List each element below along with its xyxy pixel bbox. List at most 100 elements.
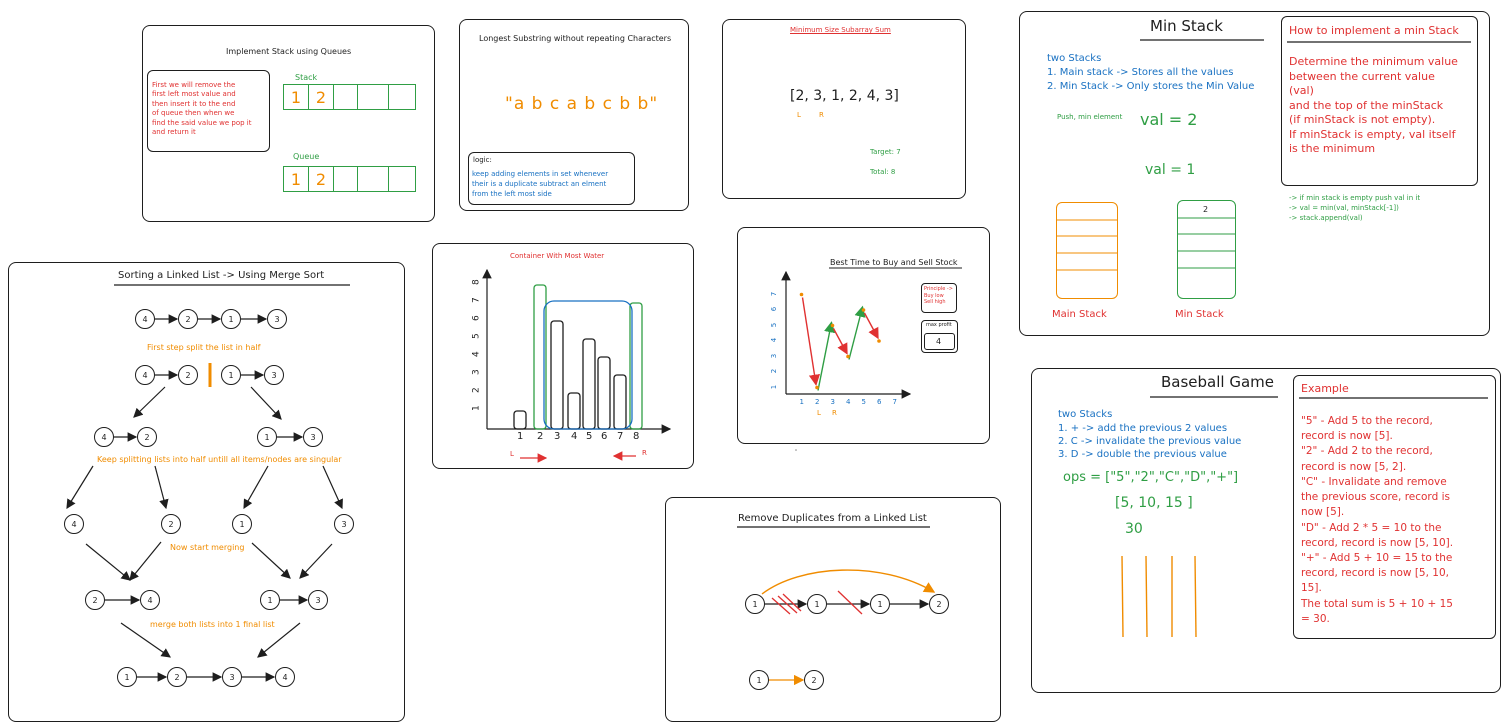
howto-text: Determine the minimum value between the … [1289,55,1458,156]
stack-queues-title: Implement Stack using Queues [226,47,352,56]
queue-cell: 2 [308,166,334,192]
min-subarray-card[interactable] [722,19,966,199]
min-subarray-title: Minimum Size Subarray Sum [790,26,891,34]
remove-dups-card[interactable] [665,497,1001,722]
stock-x-tick: 5 [861,398,866,406]
max-profit-box [921,320,958,353]
price-point [815,385,819,390]
stock-r: R [832,409,837,417]
stock-y-tick: 6 [770,306,779,312]
main-stack-box [1056,202,1118,299]
stock-title-underline [829,267,962,269]
baseball-stack-drawing [1121,555,1197,638]
min-stack-lines [1177,217,1236,269]
water-x-tick: 4 [571,431,578,442]
logic-box [468,152,635,205]
result-node: 1 [749,670,769,690]
water-y-tick: 3 [471,369,482,376]
list-node: 4 [64,514,84,534]
price-point [846,354,850,359]
baseball-line2: 2. C -> invalidate the previous value [1058,436,1242,447]
merge-sort-card[interactable] [8,262,405,722]
list-node: 2 [167,667,187,687]
water-y-tick: 6 [471,315,482,322]
howto-box [1281,16,1478,186]
min-stack-line2: 2. Min Stack -> Only stores the Min Valu… [1047,81,1255,92]
merge-step3: Now start merging [170,543,245,552]
min-stack-two-stacks: two Stacks [1047,53,1102,64]
stock-x-tick: 4 [846,398,851,406]
merge-sort-title: Sorting a Linked List -> Using Merge Sor… [118,270,325,281]
min-stack-box [1177,200,1236,299]
remove-dups-title: Remove Duplicates from a Linked List [738,513,927,524]
val1-label: val = 1 [1145,162,1196,178]
stock-y-tick: 3 [770,353,779,358]
stock-chart [781,270,912,399]
min-stack-line1: 1. Main stack -> Stores all the values [1047,67,1234,78]
baseball-stack: [5, 10, 15 ] [1115,495,1193,511]
max-profit-inner [924,333,955,350]
min-stack-card[interactable] [1019,11,1490,336]
baseball-title-underline [1150,396,1278,398]
principle-box [921,283,957,313]
baseball-line3: 3. D -> double the previous value [1058,449,1227,460]
queue-cell: 1 [283,166,309,192]
min-subarray-l: L [797,111,801,119]
stock-x-tick: 3 [830,398,835,406]
stock-card[interactable] [737,227,990,444]
stock-x-tick: 1 [799,398,804,406]
water-y-tick: 4 [471,351,482,358]
list-node: 1 [221,309,241,329]
min-stack-title: Min Stack [1150,17,1223,35]
longest-substring-title: Longest Substring without repeating Char… [479,34,672,43]
howto-title: How to implement a min Stack [1289,24,1459,37]
list-node: 4 [94,427,114,447]
queue-cell [357,166,389,192]
water-bar [533,284,547,430]
max-profit-label: max profit [926,322,952,328]
container-water-l: L [510,450,514,458]
container-water-chart [482,268,672,463]
stack-cell: 2 [308,84,334,110]
baseball-title: Baseball Game [1161,373,1274,391]
merge-step4: merge both lists into 1 final list [150,620,275,629]
list-node: 2 [178,365,198,385]
max-profit-value: 4 [936,337,942,346]
list-node: 3 [334,514,354,534]
dup-node: 1 [807,594,827,614]
water-y-tick: 1 [471,405,482,412]
stack-cell: 1 [283,84,309,110]
min-subarray-target: Target: 7 [870,148,901,156]
min-stack-top-value: 2 [1203,205,1209,214]
example-box [1293,375,1496,639]
example-text: "5" - Add 5 to the record, record is now… [1301,415,1454,625]
container-water-r: R [642,449,647,457]
price-point [877,339,881,343]
stray-dot [795,449,797,451]
logic-text: keep adding elements in set whenever the… [472,170,609,198]
longest-substring-card[interactable] [459,19,689,211]
val2-label: val = 2 [1140,110,1198,129]
water-x-tick: 6 [601,431,608,442]
merge-sort-edges [66,314,343,682]
list-node: 4 [275,667,295,687]
water-y-tick: 5 [471,333,482,340]
list-node: 2 [178,309,198,329]
stock-y-tick: 1 [770,384,779,389]
stock-x-tick: 7 [892,398,897,406]
stack-queues-card[interactable] [142,25,435,222]
water-x-tick: 7 [617,431,624,442]
list-node: 1 [117,667,137,687]
water-x-tick: 8 [633,431,640,442]
stock-y-tick: 5 [770,322,779,327]
water-bar [513,410,527,430]
stock-y-tick: 4 [770,337,779,343]
queue-label: Queue [293,152,320,161]
water-x-tick: 2 [537,431,544,442]
principle-text: Principle -> Buy low Sell high [924,286,953,305]
main-stack-lines [1056,219,1118,271]
merge-step1: First step split the list in half [147,343,261,352]
stack-cell [333,84,358,110]
remove-dups-edges [761,569,936,686]
water-bar [629,302,643,430]
